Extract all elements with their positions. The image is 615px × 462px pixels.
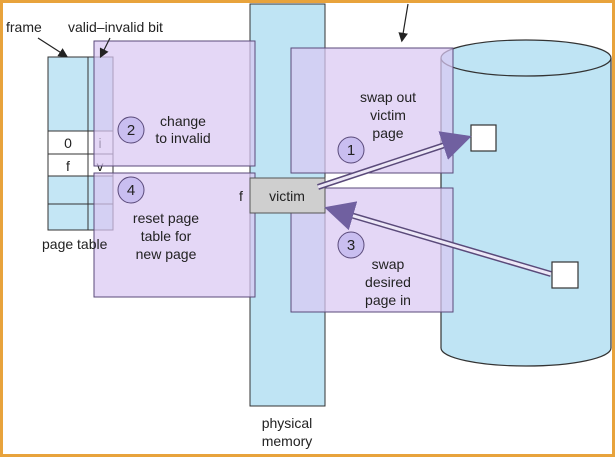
frame-pointer-arrow	[37, 37, 69, 58]
victim-frame	[249, 177, 326, 214]
step-1-line-3: page	[372, 125, 403, 141]
swap-out-arrow	[317, 131, 472, 190]
step-3-number: 3	[347, 237, 355, 254]
page-table-row-1-frame: f	[66, 158, 70, 174]
page-table-label: page table	[42, 236, 108, 252]
step-4-line-1: reset page	[133, 210, 199, 226]
step-2-overlay	[93, 40, 256, 167]
victim-label: victim	[269, 188, 305, 204]
step-3-line-1: swap	[372, 256, 405, 272]
step-2-number: 2	[127, 122, 135, 139]
frame-label: frame	[6, 19, 42, 35]
step-1-line-2: victim	[370, 107, 406, 123]
step-4-line-3: new page	[136, 246, 197, 262]
step-2-line-2: to invalid	[155, 130, 210, 146]
step-2-circle	[117, 116, 145, 144]
step-1-line-1: swap out	[360, 89, 416, 105]
frame-f-label: f	[239, 188, 243, 204]
disk-icon	[440, 39, 612, 367]
valid-invalid-pointer-arrow	[99, 37, 111, 59]
step-4-number: 4	[127, 182, 135, 199]
swap-in-arrow	[324, 201, 552, 277]
step-3-line-3: page in	[365, 292, 411, 308]
page-table-row-0-frame: 0	[64, 135, 72, 151]
physical-memory-label-line-2: memory	[262, 433, 313, 449]
physical-memory-label-line-1: physical	[262, 415, 313, 431]
step-4-circle	[117, 176, 145, 204]
step-1-number: 1	[347, 142, 355, 159]
step-2-line-1: change	[160, 113, 206, 129]
valid-invalid-bit-label: valid–invalid bit	[68, 19, 163, 35]
desired-page-block	[551, 261, 579, 289]
step-3-circle	[337, 231, 365, 259]
step-4-line-2: table for	[141, 228, 192, 244]
step-1-circle	[337, 136, 365, 164]
top-pointer-arrow	[398, 3, 409, 43]
swapped-out-block	[470, 124, 497, 152]
step-3-line-2: desired	[365, 274, 411, 290]
